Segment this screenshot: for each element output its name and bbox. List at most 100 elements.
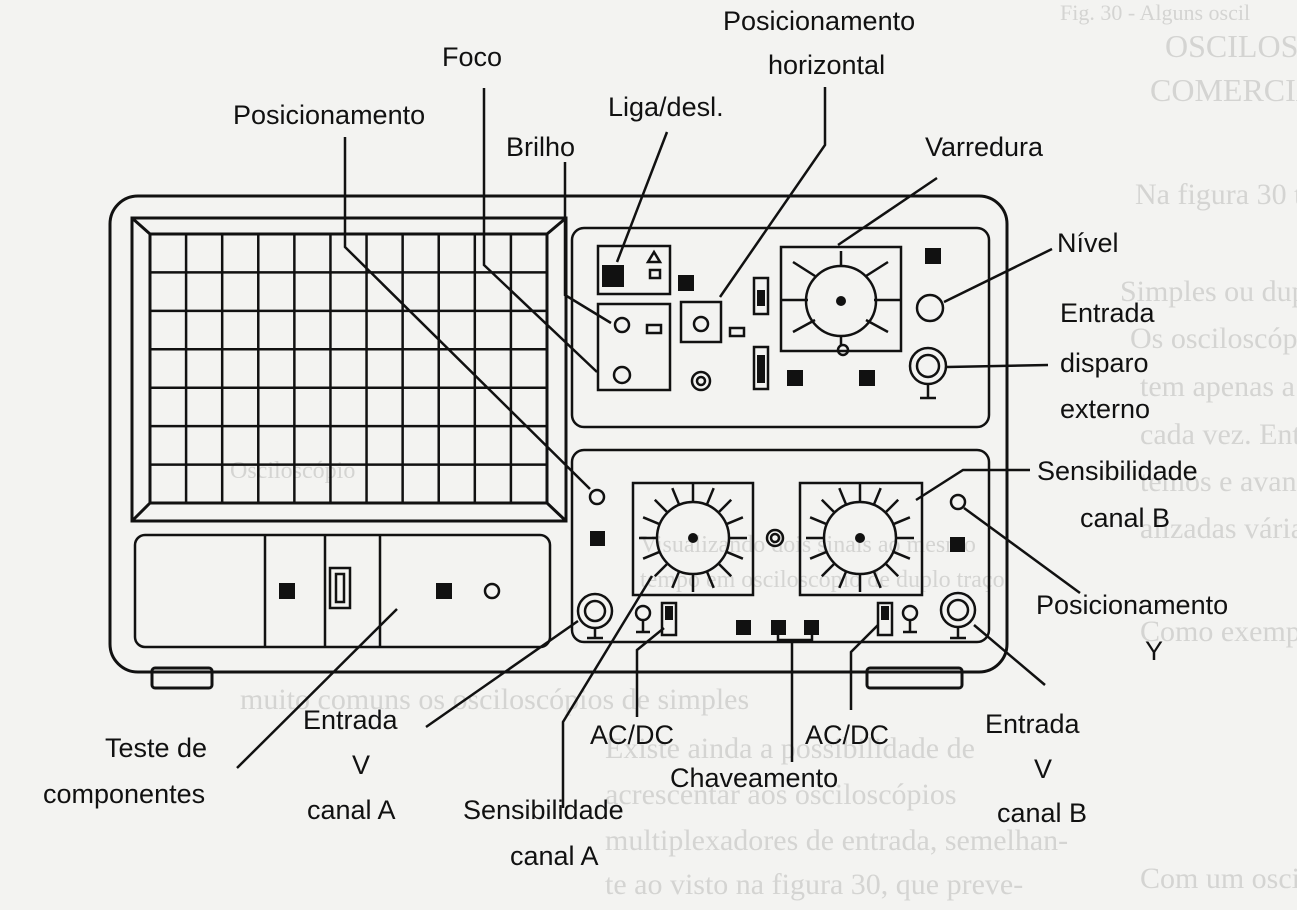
brightness-knob[interactable]	[613, 316, 631, 334]
crt-graticule	[150, 234, 547, 503]
label-chaveamento: Chaveamento	[670, 763, 838, 793]
focus-knob[interactable]	[612, 365, 632, 385]
trigger-switch-lever	[757, 355, 765, 383]
center-screw	[765, 528, 785, 548]
trigger-button-1[interactable]	[787, 370, 803, 386]
level-knob[interactable]	[915, 293, 945, 323]
dial-spoke	[809, 516, 827, 525]
leader-posicionamento	[343, 137, 591, 490]
label-pos-y-2: Y	[1145, 636, 1163, 666]
external-trigger-bnc[interactable]	[908, 346, 948, 386]
channel-b-position-knob[interactable]	[949, 493, 967, 511]
dial-spoke	[671, 571, 680, 589]
leader-pos-horizontal	[718, 87, 827, 298]
channel-a-button[interactable]	[590, 531, 605, 546]
tester-button-2[interactable]	[436, 583, 452, 599]
channel-b-dial-center	[855, 533, 865, 543]
dial-spoke	[820, 498, 835, 513]
dial-spoke	[838, 487, 847, 505]
dial-spoke	[726, 516, 744, 525]
leader-sens-b	[915, 468, 1030, 502]
leader-teste	[236, 608, 398, 769]
dial-spoke	[718, 563, 733, 578]
timebase-button-2[interactable]	[925, 248, 941, 264]
tester-button-1[interactable]	[279, 583, 295, 599]
dial-spoke	[718, 498, 733, 513]
label-entrada-b-2: V	[1034, 754, 1052, 784]
label-entrada-disparo-3: externo	[1060, 394, 1150, 424]
leader-disparo	[946, 363, 1049, 369]
dial-spoke	[706, 571, 715, 589]
dial-spoke	[706, 487, 715, 505]
channel-a-ground	[587, 628, 603, 640]
external-trigger-ground	[920, 384, 936, 400]
crt-bezel	[130, 216, 568, 523]
label-sens-a-2: canal A	[510, 841, 599, 871]
label-entrada-disparo-2: disparo	[1060, 348, 1149, 378]
channel-a-sensitivity-dial[interactable]	[655, 500, 731, 576]
label-teste-1: Teste de	[105, 733, 207, 763]
mode-button-2[interactable]	[771, 620, 786, 635]
power-switch-housing	[596, 244, 672, 296]
label-acdc-a: AC/DC	[590, 720, 674, 750]
channel-a-dial-center	[688, 533, 698, 543]
leader-lines	[236, 87, 1081, 808]
tester-jack[interactable]	[483, 582, 501, 600]
power-switch[interactable]	[602, 265, 624, 287]
dial-spoke	[820, 563, 835, 578]
channel-a-acdc-switch[interactable]	[660, 601, 678, 637]
horizontal-position-block	[679, 300, 723, 344]
channel-b-button[interactable]	[950, 537, 965, 552]
channel-b-gnd-symbol	[903, 620, 917, 634]
sweep-dial-panel	[779, 245, 903, 353]
horizontal-indicator	[728, 326, 746, 338]
label-pos-horizontal-1: Posicionamento	[723, 6, 915, 36]
dial-spoke	[653, 498, 668, 513]
label-foco: Foco	[442, 42, 502, 72]
focus-brightness-block	[596, 302, 672, 392]
trigger-button-2[interactable]	[859, 370, 875, 386]
channel-b-acdc-switch[interactable]	[876, 601, 894, 637]
dial-spoke	[893, 516, 911, 525]
channel-a-acdc-lever	[665, 606, 673, 620]
center-screw-inner	[769, 532, 781, 544]
channel-b-dial-panel	[798, 481, 924, 597]
channel-b-gnd-jack	[901, 604, 919, 622]
label-sens-a-1: Sensibilidade	[463, 795, 624, 825]
crt-screen	[148, 232, 549, 505]
horizontal-position-knob[interactable]	[692, 315, 710, 333]
leader-acdc-a	[635, 627, 665, 717]
crt-bevel-corners	[130, 216, 568, 523]
warning-icon	[645, 249, 663, 264]
mode-button-3[interactable]	[804, 620, 819, 635]
foot-right	[865, 666, 964, 690]
horizontal-fine-knob[interactable]	[690, 370, 712, 392]
external-trigger-bnc-inner	[915, 353, 941, 379]
dial-spoke	[893, 551, 911, 560]
sweep-dial-ticks	[782, 251, 900, 345]
oscilloscope-cabinet	[108, 194, 1009, 674]
tester-slot	[328, 566, 352, 610]
sweep-switch-lever	[757, 290, 765, 306]
dial-spoke	[642, 551, 660, 560]
channel-a-position-knob[interactable]	[588, 488, 606, 506]
leader-brilho	[563, 162, 612, 325]
dial-spoke	[873, 571, 882, 589]
label-entrada-a-1: Entrada	[303, 705, 399, 735]
channel-b-sensitivity-dial[interactable]	[822, 500, 898, 576]
label-entrada-b-3: canal B	[997, 798, 1087, 828]
sweep-mode-slide-switch[interactable]	[752, 276, 770, 316]
timebase-button[interactable]	[678, 275, 694, 291]
trigger-slide-switch[interactable]	[752, 345, 770, 391]
leader-pos-y	[963, 506, 1081, 595]
channel-b-input-bnc[interactable]	[939, 591, 977, 629]
label-entrada-a-3: canal A	[307, 795, 396, 825]
dial-spoke	[809, 551, 827, 560]
label-entrada-a-2: V	[352, 750, 370, 780]
leader-liga	[615, 131, 669, 263]
focus-brightness-indicator	[645, 323, 663, 335]
channel-a-input-bnc[interactable]	[576, 592, 614, 630]
sweep-dial-center	[836, 296, 846, 306]
dial-spoke	[653, 563, 668, 578]
mode-button-1[interactable]	[736, 620, 751, 635]
